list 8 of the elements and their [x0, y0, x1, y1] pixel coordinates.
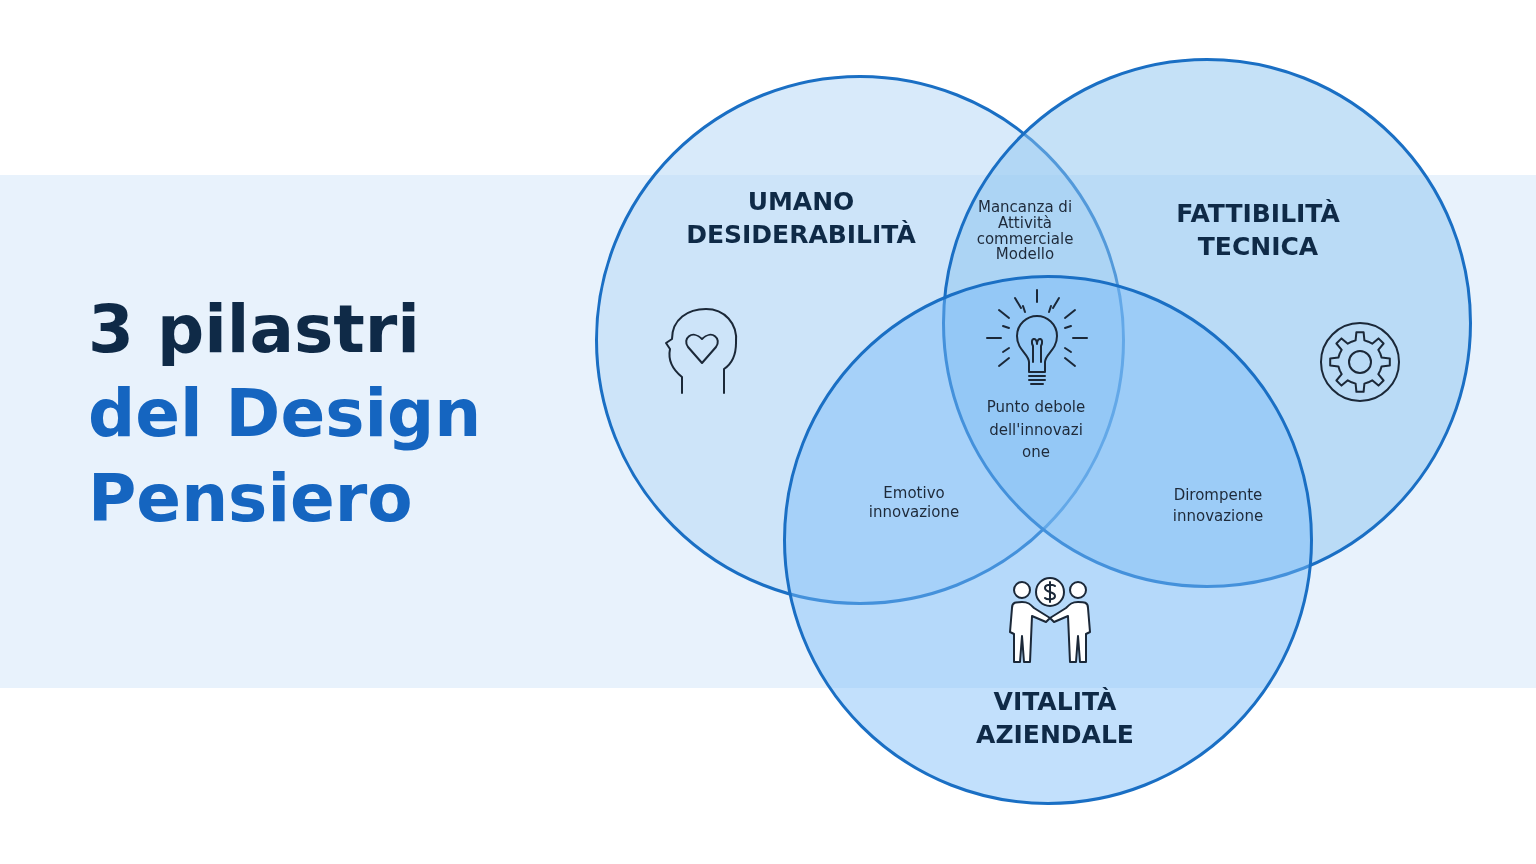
region-label: Punto debole dell'innovazione — [985, 397, 1087, 463]
region-label: Dirompente innovazione — [1171, 485, 1265, 527]
circle-heading: VITALITÀ AZIENDALE — [975, 686, 1135, 751]
circle-heading: FATTIBILITÀ TECNICA — [1175, 198, 1341, 263]
title: 3 pilastri del Design Pensiero — [88, 290, 483, 539]
region-label: Emotivo innovazione — [867, 484, 961, 522]
region-label: Mancanza di Attività commerciale Modello — [975, 200, 1075, 263]
circle-heading: UMANO DESIDERABILITÀ — [685, 186, 917, 251]
